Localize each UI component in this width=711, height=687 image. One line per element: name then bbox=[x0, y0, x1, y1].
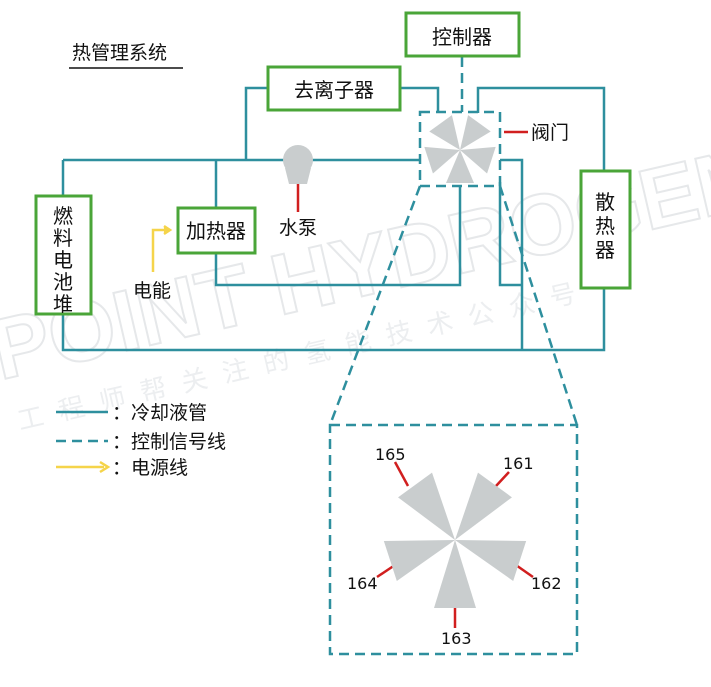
fuel-cell-char: 料 bbox=[53, 226, 73, 250]
valve-zoom-icon bbox=[383, 472, 527, 608]
fuel-cell-label: 燃 料 电 池 堆 bbox=[53, 204, 73, 316]
component-boxes bbox=[34, 11, 632, 316]
pump-icon bbox=[283, 145, 313, 184]
legend: ：冷却液管 ：控制信号线 ：电源线 bbox=[56, 402, 226, 479]
legend-arrow-head bbox=[99, 460, 111, 474]
fuel-cell-char: 池 bbox=[53, 270, 73, 294]
valve-dashed-box bbox=[418, 110, 502, 188]
legend-signal-label: ：控制信号线 bbox=[112, 431, 226, 453]
radiator-char: 散 bbox=[595, 190, 615, 214]
fuel-cell-char: 燃 bbox=[53, 204, 73, 228]
power-label: 电能 bbox=[133, 280, 171, 302]
controller-label: 控制器 bbox=[432, 25, 492, 49]
valve-port-labels: 161 162 163 164 165 bbox=[347, 445, 562, 648]
radiator-char: 器 bbox=[595, 238, 615, 262]
port-162: 162 bbox=[531, 574, 562, 593]
port-163: 163 bbox=[441, 629, 472, 648]
coolant-pipes bbox=[61, 86, 606, 352]
controller-box bbox=[404, 11, 521, 58]
radiator-label: 散 热 器 bbox=[595, 190, 615, 262]
fuel-cell-box bbox=[34, 194, 93, 316]
diagram-title: 热管理系统 bbox=[72, 42, 167, 64]
heater-box bbox=[176, 206, 257, 255]
deionizer-label: 去离子器 bbox=[294, 78, 374, 102]
fuel-cell-char: 电 bbox=[53, 248, 73, 272]
valve-label: 阀门 bbox=[531, 122, 569, 144]
pump-label: 水泵 bbox=[279, 217, 317, 239]
radiator-char: 热 bbox=[595, 214, 615, 238]
fuel-cell-char: 堆 bbox=[53, 292, 73, 316]
zoom-dashed-box bbox=[328, 423, 579, 656]
radiator-box bbox=[579, 169, 632, 290]
legend-coolant-label: ：冷却液管 bbox=[112, 402, 207, 424]
legend-power-label: ：电源线 bbox=[112, 457, 188, 479]
signal-lines bbox=[328, 57, 579, 656]
power-arrow bbox=[151, 224, 173, 272]
port-161: 161 bbox=[503, 454, 534, 473]
port-164: 164 bbox=[347, 574, 378, 593]
port-165: 165 bbox=[375, 445, 406, 464]
valve-icon bbox=[424, 115, 496, 183]
deionizer-box bbox=[266, 65, 402, 112]
heater-label: 加热器 bbox=[186, 219, 246, 243]
